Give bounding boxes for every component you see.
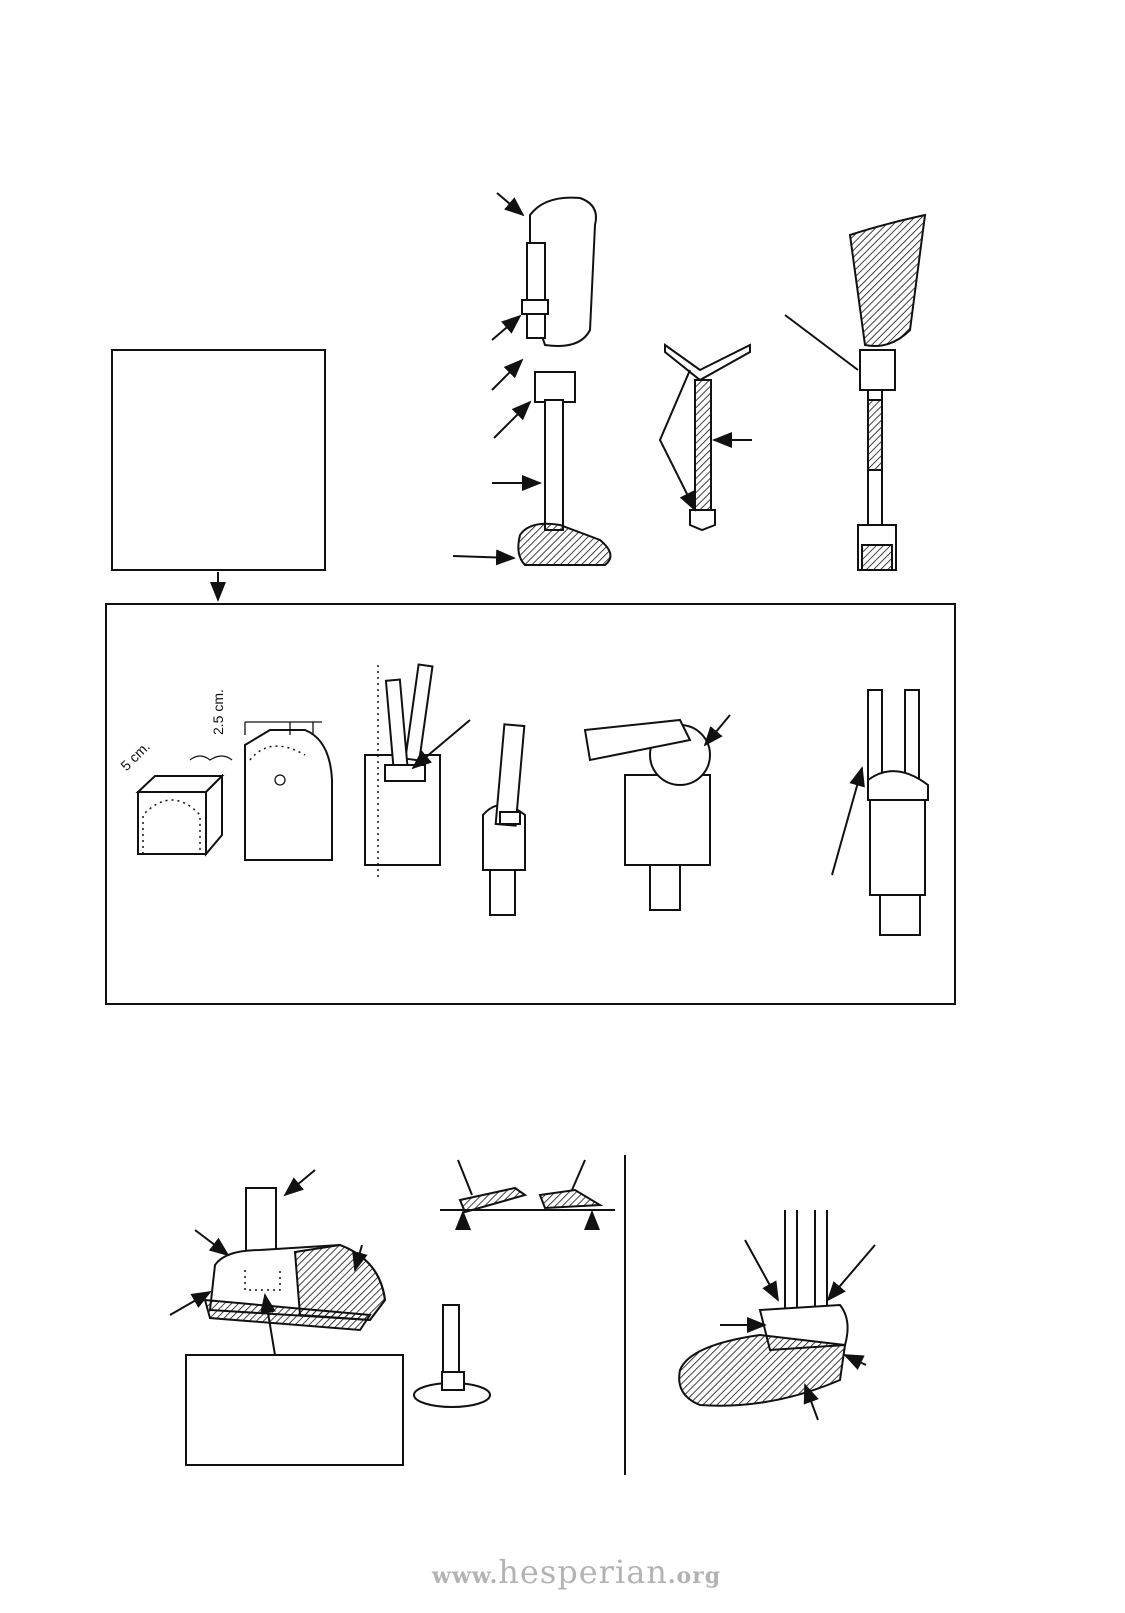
step-6-joint <box>831 689 929 936</box>
step-4-joint <box>482 723 526 916</box>
step-1-block <box>135 755 233 857</box>
hesperian-logo: www.hesperian.org <box>432 1553 721 1591</box>
step-2-block <box>244 721 333 861</box>
label-box-bottom <box>185 1354 404 1466</box>
logo-www: www. <box>432 1563 499 1589</box>
above-knee-prosthesis-drawing <box>784 213 927 571</box>
knee-joint-steps-box <box>105 603 956 1005</box>
measure-2-5cm-label: 2.5 cm. <box>210 689 226 735</box>
metal-strap-drawing <box>658 343 752 532</box>
step-3-joint <box>364 663 471 880</box>
step-5-joint <box>583 714 731 911</box>
logo-name: hesperian <box>498 1553 668 1591</box>
walking-feet-drawing <box>440 1159 615 1230</box>
logo-tld: .org <box>667 1563 722 1589</box>
below-knee-prosthesis-drawing <box>517 196 612 566</box>
label-box-top <box>111 349 326 571</box>
flange-drawing <box>413 1304 491 1408</box>
foot-bolted-drawing <box>678 1210 876 1421</box>
